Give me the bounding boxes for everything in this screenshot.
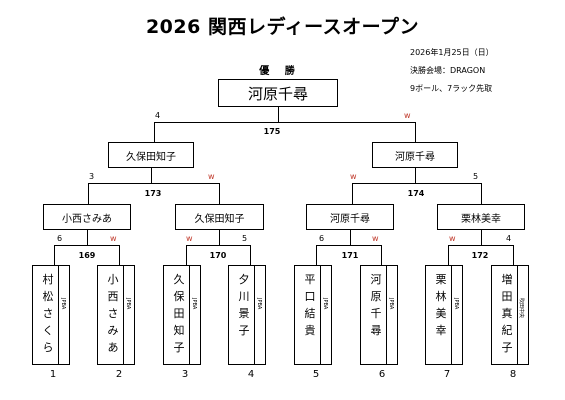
player-name: 村松さくら (42, 273, 54, 354)
quarter-4-winner: 栗林美幸 (437, 204, 525, 230)
q3-bar (316, 245, 381, 246)
player-card: 河原千尋 JPBA (360, 265, 398, 365)
semi-left-rscore: w (208, 172, 215, 181)
semi-left-ldrop (88, 183, 89, 204)
q4-ldrop (448, 245, 449, 265)
final-right-score: w (404, 111, 411, 120)
semi-right-rscore: 5 (473, 172, 479, 181)
q4-rdrop (513, 245, 514, 265)
player-card: 久保田知子 JPBA (163, 265, 201, 365)
player-card: 平口結貴 JPBA (294, 265, 332, 365)
player-name: 栗林美幸 (435, 273, 447, 337)
player-name: 平口結貴 (304, 273, 316, 337)
q4-match-number: 172 (471, 251, 489, 260)
q1-stem (87, 230, 88, 245)
player-seed: 5 (312, 369, 320, 380)
q2-stem (219, 230, 220, 245)
tournament-title: 2026 関西レディースオープン (145, 16, 420, 38)
q3-stem (350, 230, 351, 245)
q2-bar (186, 245, 250, 246)
player-card: 村松さくら JPBA (32, 265, 70, 365)
semi-right-bar (352, 183, 481, 184)
final-left-score: 4 (155, 111, 161, 120)
player-seed: 2 (115, 369, 123, 380)
semi-right-rdrop (481, 183, 482, 204)
q4-rscore: 4 (506, 234, 512, 243)
player-affiliation: JPBA (125, 298, 131, 310)
q1-ldrop (54, 245, 55, 265)
player-affiliation: 吹田中央 (518, 298, 524, 319)
player-seed: 4 (247, 369, 255, 380)
q4-stem (481, 230, 482, 245)
quarter-3-winner: 河原千尋 (306, 204, 394, 230)
player-name: 小西さみあ (107, 273, 119, 354)
q1-match-number: 169 (78, 251, 96, 260)
player-affiliation: JPBA (322, 298, 328, 310)
semi-right-winner: 河原千尋 (372, 142, 458, 168)
player-card: 夕川景子 JPBA (228, 265, 266, 365)
player-card: 小西さみあ JPBA (97, 265, 135, 365)
event-date: 2026年1月25日（日） (410, 48, 494, 57)
champion-box: 河原千尋 (218, 79, 338, 107)
q4-bar (448, 245, 513, 246)
q1-lscore: 6 (57, 234, 63, 243)
semi-left-winner: 久保田知子 (108, 142, 194, 168)
player-seed: 1 (49, 369, 57, 380)
semi-right-stem (415, 168, 416, 183)
q3-lscore: 6 (319, 234, 325, 243)
final-left-drop (154, 122, 155, 142)
quarter-1-winner: 小西さみあ (43, 204, 131, 230)
player-name: 夕川景子 (238, 273, 250, 337)
q3-rdrop (381, 245, 382, 265)
q1-rdrop (119, 245, 120, 265)
player-name: 河原千尋 (370, 273, 382, 337)
semi-right-lscore: w (350, 172, 357, 181)
q3-rscore: w (372, 234, 379, 243)
q2-rscore: 5 (242, 234, 248, 243)
q2-lscore: w (186, 234, 193, 243)
player-seed: 6 (378, 369, 386, 380)
quarter-2-winner: 久保田知子 (175, 204, 264, 230)
player-name: 増田真紀子 (501, 273, 513, 354)
q4-lscore: w (449, 234, 456, 243)
semi-left-lscore: 3 (89, 172, 95, 181)
semi-left-bar (88, 183, 219, 184)
q1-rscore: w (110, 234, 117, 243)
final-match-number: 175 (263, 127, 281, 136)
player-name: 久保田知子 (173, 273, 185, 354)
semi-right-match-number: 174 (407, 189, 425, 198)
player-affiliation: JPBA (388, 298, 394, 310)
q3-ldrop (316, 245, 317, 265)
semi-left-rdrop (219, 183, 220, 204)
player-card: 増田真紀子 吹田中央 (491, 265, 529, 365)
q2-ldrop (186, 245, 187, 265)
event-venue: 決勝会場：DRAGON (410, 66, 486, 75)
player-affiliation: JPBA (60, 298, 66, 310)
player-card: 栗林美幸 JPBA (425, 265, 463, 365)
player-seed: 3 (181, 369, 189, 380)
player-seed: 8 (509, 369, 517, 380)
player-affiliation: JPBA (453, 298, 459, 310)
player-seed: 7 (443, 369, 451, 380)
semi-left-match-number: 173 (144, 189, 162, 198)
q2-rdrop (250, 245, 251, 265)
semi-left-stem (151, 168, 152, 183)
player-affiliation: JPBA (191, 298, 197, 310)
q1-bar (54, 245, 119, 246)
final-stem (278, 107, 279, 122)
player-affiliation: JPBA (256, 298, 262, 310)
q2-match-number: 170 (209, 251, 227, 260)
final-right-drop (415, 122, 416, 142)
final-bar (154, 122, 415, 123)
winner-label: 優 勝 (259, 66, 301, 77)
q3-match-number: 171 (341, 251, 359, 260)
semi-right-ldrop (352, 183, 353, 204)
event-rules: 9ボール、7ラック先取 (410, 84, 493, 93)
